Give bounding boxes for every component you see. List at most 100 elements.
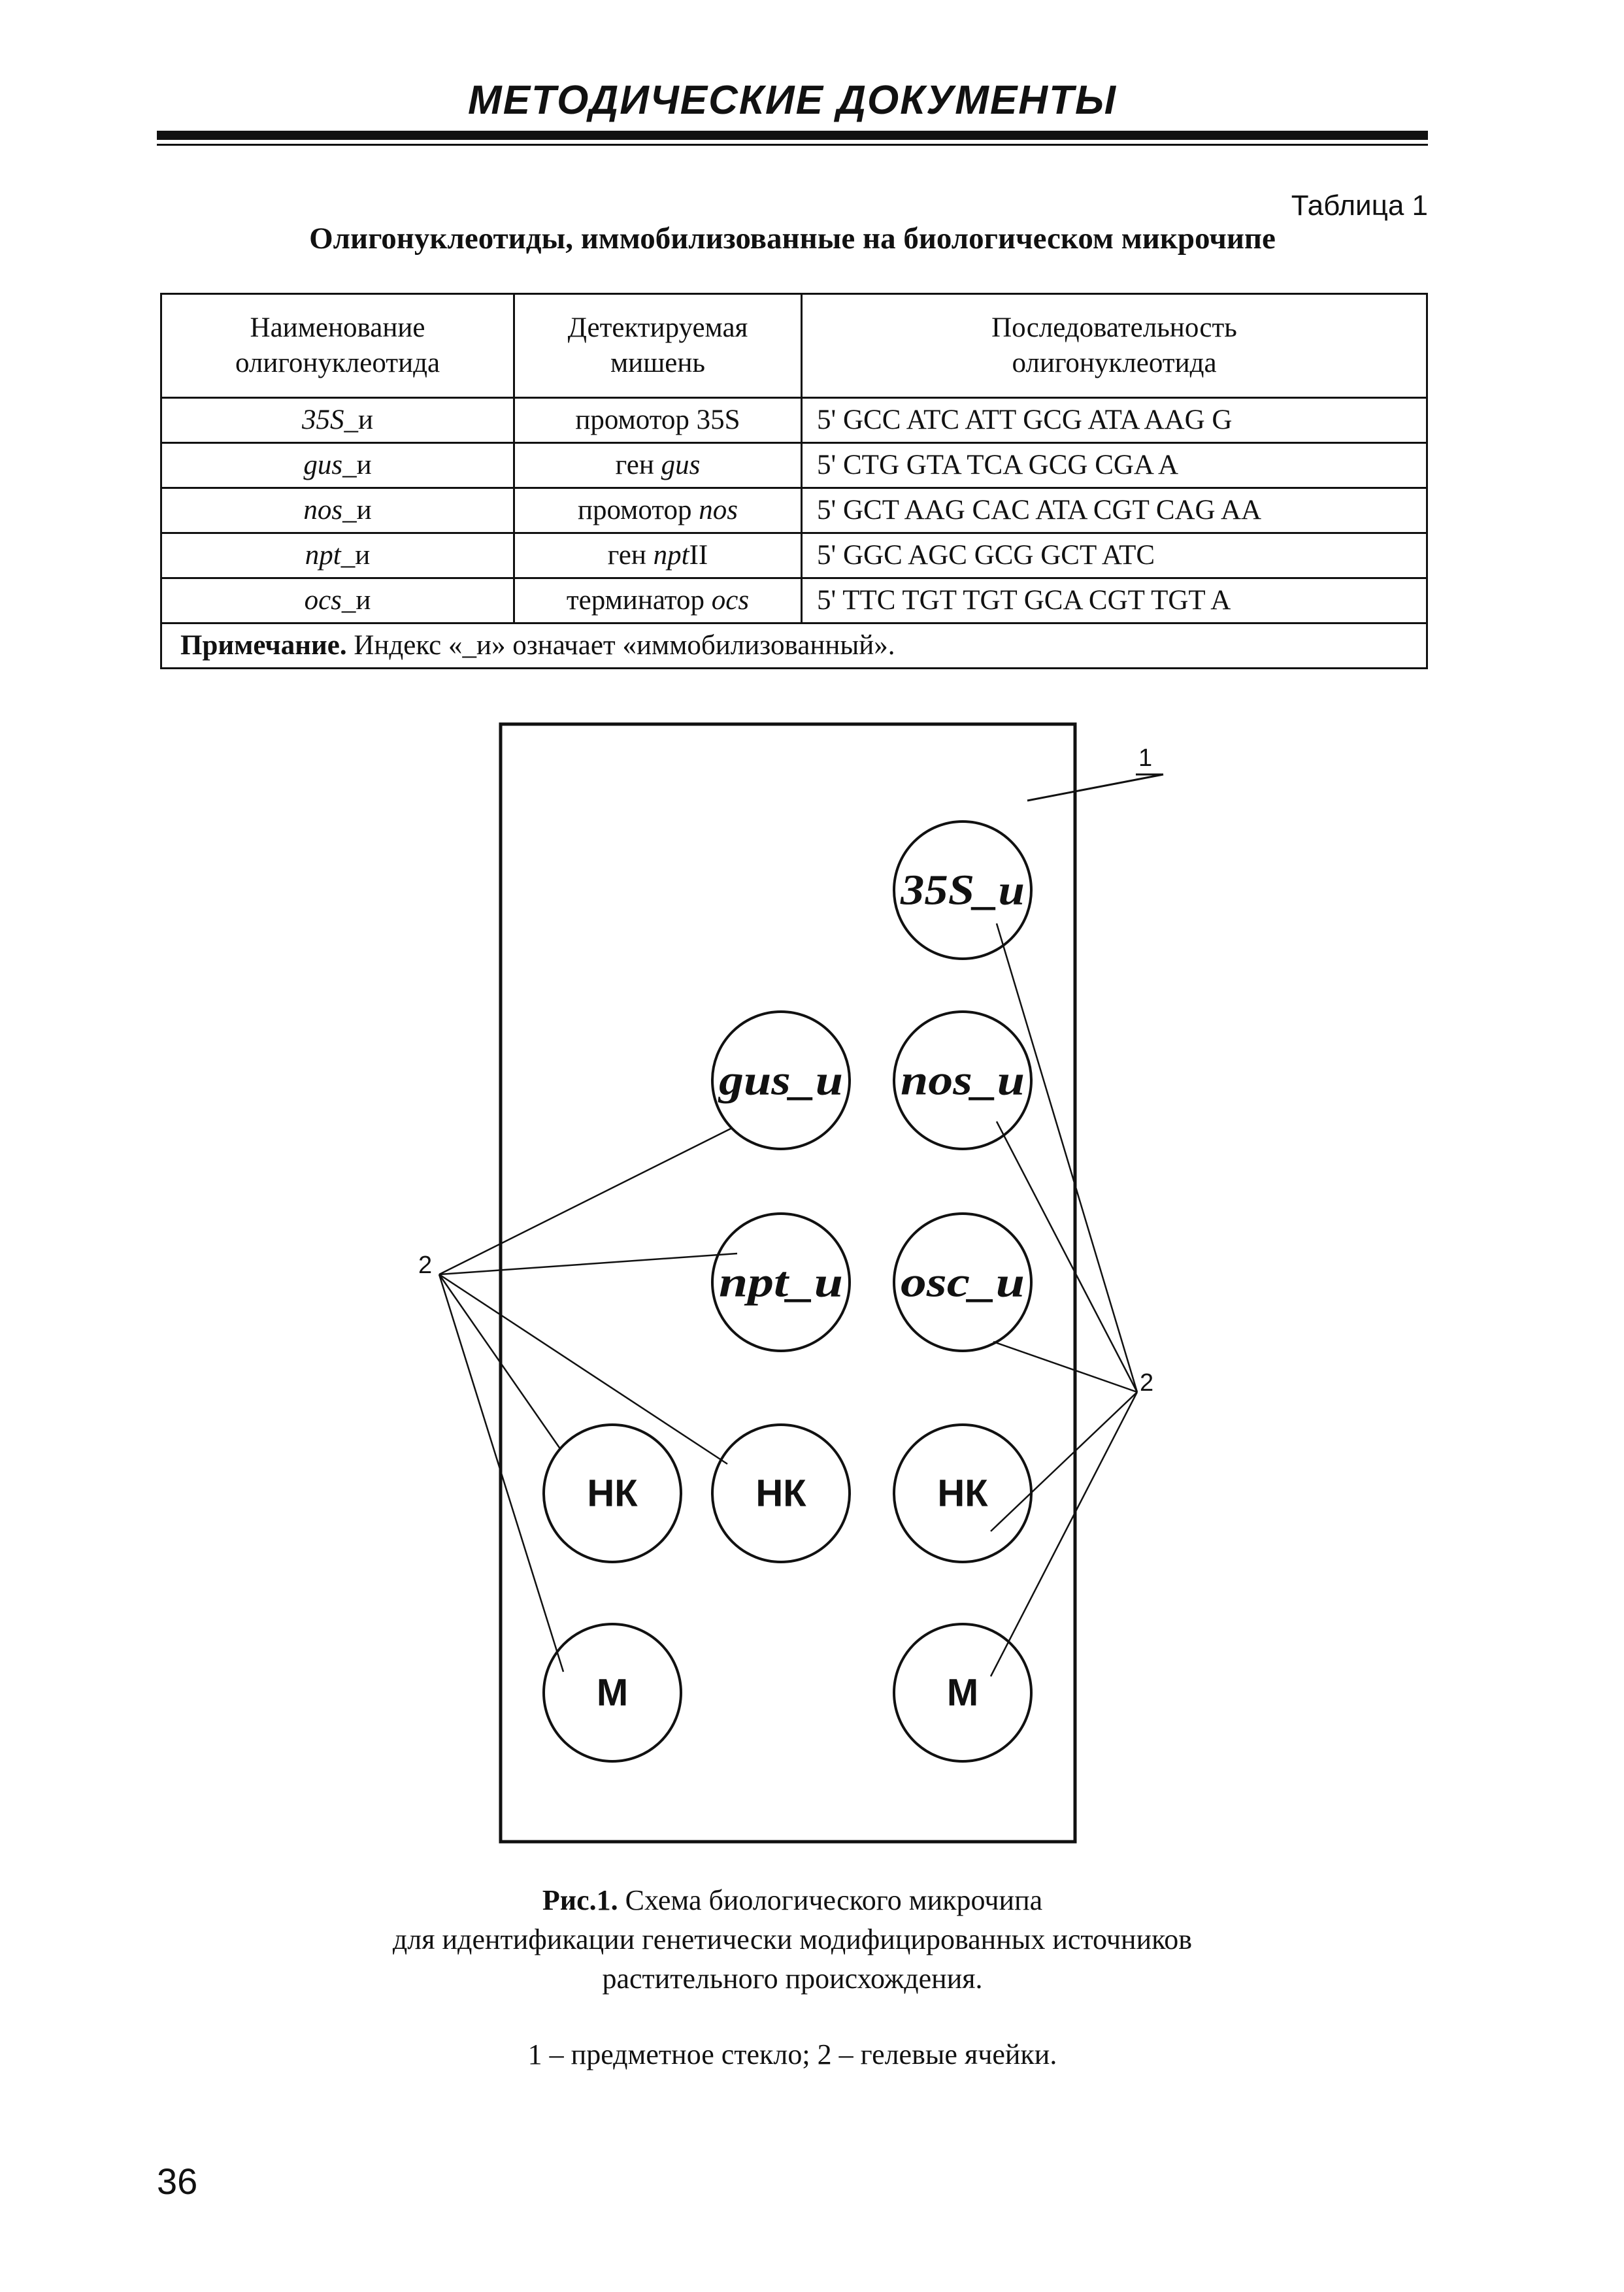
- caption-line-1: Рис.1. Схема биологического микрочипа: [157, 1881, 1428, 1920]
- target-cell: ген nptII: [513, 532, 803, 579]
- oligo-suffix: _и: [340, 540, 371, 571]
- caption-line-2: для идентификации генетически модифициро…: [392, 1923, 1193, 1955]
- target-text: терминатор: [566, 585, 712, 616]
- oligo-name: 35S: [301, 405, 344, 436]
- target-cell: терминатор ocs: [513, 577, 803, 624]
- oligo-name: gus: [303, 450, 343, 481]
- figure-label: Рис.1.: [542, 1884, 618, 1916]
- callout-1-slide: 1: [1138, 744, 1152, 772]
- header-text: мишень: [610, 348, 706, 378]
- well-npt: [711, 1212, 851, 1352]
- leader-line: [439, 1252, 738, 1276]
- table-row: npt_и ген nptII 5' GGC AGC GCG GCT ATC: [160, 532, 1428, 579]
- header-text: олигонуклеотида: [1012, 348, 1217, 378]
- figure-legend: 1 – предметное стекло; 2 – гелевые ячейк…: [527, 2038, 1057, 2070]
- well-label-osc: osc_и: [901, 1259, 1025, 1306]
- oligo-name: ocs: [304, 585, 342, 616]
- well-35s: [893, 820, 1033, 960]
- leader-line: [438, 1274, 562, 1450]
- caption-text: Схема биологического микрочипа: [618, 1884, 1043, 1916]
- oligo-name-cell: nos_и: [160, 487, 515, 534]
- table-number: Таблица 1: [1291, 190, 1428, 222]
- well-nk-2: [711, 1423, 851, 1563]
- well-nos: [893, 1010, 1033, 1150]
- table-row: 35S_и промотор 35S 5' GCC ATC ATT GCG AT…: [160, 397, 1428, 444]
- target-cell: промотор nos: [513, 487, 803, 534]
- oligo-name: npt: [305, 540, 341, 571]
- oligo-name-cell: npt_и: [160, 532, 515, 579]
- oligo-name-cell: 35S_и: [160, 397, 515, 444]
- target-suffix: II: [689, 540, 708, 571]
- target-gene: npt: [653, 540, 689, 571]
- header-cell-name: Наименование олигонуклеотида: [160, 293, 515, 399]
- oligo-name-cell: ocs_и: [160, 577, 515, 624]
- leader-line: [995, 923, 1138, 1393]
- oligo-suffix: _и: [342, 450, 372, 481]
- well-label-nk-3: НК: [937, 1472, 988, 1515]
- callout-2-left: 2: [418, 1252, 432, 1279]
- header-text: Наименование: [250, 312, 425, 344]
- oligo-name-cell: gus_и: [160, 442, 515, 489]
- right-leader-lines: [989, 923, 1138, 1677]
- target-cell: ген gus: [513, 442, 803, 489]
- table-header-row: Наименование олигонуклеотида Детектируем…: [160, 293, 1428, 399]
- leader-line: [990, 1391, 1138, 1532]
- page-number: 36: [157, 2161, 198, 2202]
- header-rule-thin: [157, 144, 1428, 146]
- well-label-nk-1: НК: [587, 1472, 638, 1515]
- well-label-m-1: М: [597, 1672, 628, 1714]
- well-label-gus: gus_и: [718, 1057, 843, 1104]
- sequence-cell: 5' GCT AAG CAC ATA CGT CAG AA: [801, 487, 1428, 534]
- table-row: nos_и промотор nos 5' GCT AAG CAC ATA CG…: [160, 487, 1428, 534]
- sequence-cell: 5' GGC AGC GCG GCT ATC: [801, 532, 1428, 579]
- caption-line-3: растительного происхождения.: [602, 1963, 983, 1995]
- leader-line: [439, 1273, 728, 1465]
- well-nk-1: [542, 1423, 682, 1563]
- header-text: олигонуклеотида: [235, 348, 440, 378]
- header-cell-sequence: Последовательность олигонуклеотида: [801, 293, 1428, 399]
- slide-leader-line: [1027, 773, 1164, 802]
- well-label-nos: nos_и: [901, 1057, 1025, 1104]
- left-leader-lines: [438, 1127, 738, 1672]
- well-label-m-2: М: [947, 1672, 978, 1714]
- target-text: промотор: [577, 495, 699, 526]
- glass-slide: [499, 722, 1077, 1844]
- target-text: ген: [607, 540, 654, 571]
- well-m-1: [542, 1623, 682, 1763]
- table-caption: Олигонуклеотиды, иммобилизованные на био…: [309, 222, 1276, 256]
- sequence-cell: 5' GCC ATC ATT GCG ATA AAG G: [801, 397, 1428, 444]
- sequence-cell: 5' CTG GTA TCA GCG CGA A: [801, 442, 1428, 489]
- oligo-suffix: _и: [341, 585, 371, 616]
- leader-line: [439, 1127, 733, 1276]
- oligo-name: nos: [303, 495, 343, 526]
- well-label-npt: npt_и: [719, 1259, 843, 1306]
- note-text: Индекс «_и» означает «иммобилизованный».: [346, 630, 895, 661]
- target-gene: ocs: [711, 585, 750, 616]
- target-gene: gus: [661, 450, 701, 481]
- header-cell-target: Детектируемая мишень: [513, 293, 803, 399]
- leader-line: [989, 1391, 1138, 1677]
- target-cell: промотор 35S: [513, 397, 803, 444]
- header-text: Последовательность: [991, 312, 1237, 344]
- oligo-suffix: _и: [342, 495, 372, 526]
- leader-line: [995, 1121, 1138, 1393]
- well-label-35s: 35S_и: [900, 867, 1025, 914]
- target-gene: nos: [699, 495, 738, 526]
- target-text: ген: [615, 450, 661, 481]
- well-label-nk-2: НК: [755, 1472, 806, 1515]
- sequence-cell: 5' TTC TGT TGT GCA CGT TGT A: [801, 577, 1428, 624]
- well-gus: [711, 1010, 851, 1150]
- callout-2-right: 2: [1140, 1369, 1153, 1397]
- oligo-suffix: _и: [344, 405, 373, 436]
- table-row: gus_и ген gus 5' CTG GTA TCA GCG CGA A: [160, 442, 1428, 489]
- note-label: Примечание.: [180, 630, 347, 661]
- well-m-2: [893, 1623, 1033, 1763]
- table-note-row: Примечание. Индекс «_и» означает «иммоби…: [160, 622, 1428, 669]
- table-note: Примечание. Индекс «_и» означает «иммоби…: [160, 622, 1428, 669]
- header-text: Детектируемая: [567, 312, 748, 344]
- running-header-title: МЕТОДИЧЕСКИЕ ДОКУМЕНТЫ: [468, 78, 1117, 123]
- target-text: промотор 35S: [575, 405, 740, 436]
- leader-line: [993, 1340, 1138, 1393]
